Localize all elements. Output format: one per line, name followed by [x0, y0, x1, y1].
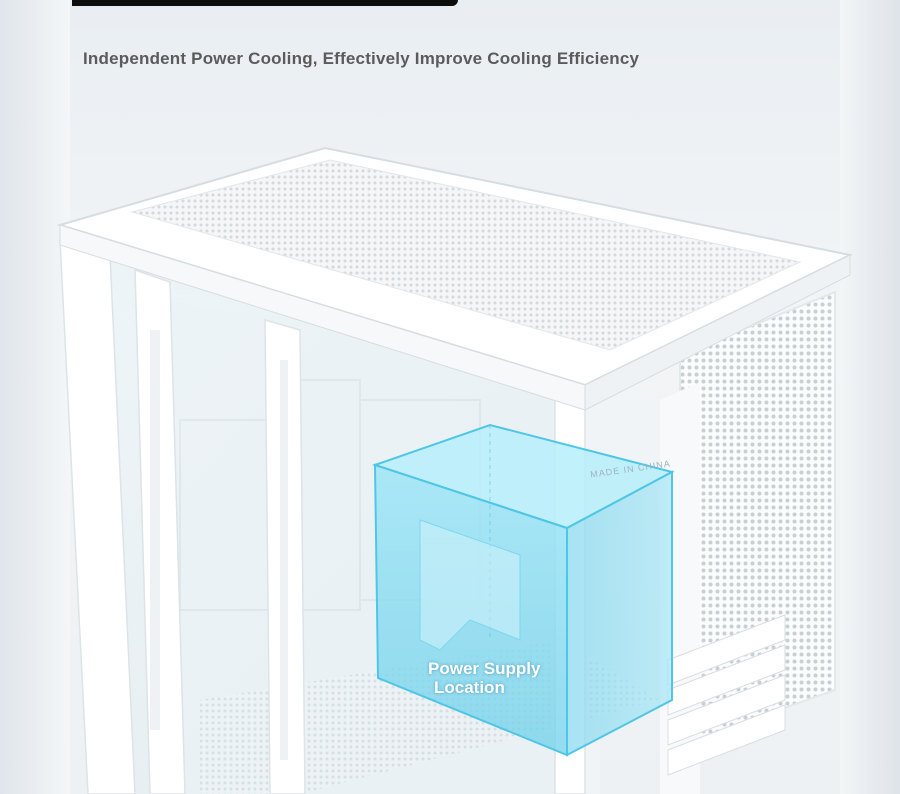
- psu-location-label: Power Supply Location: [428, 659, 588, 697]
- psu-label-line1: Power Supply: [428, 659, 541, 678]
- background-pillar: [0, 0, 70, 794]
- top-black-bar: [72, 0, 458, 6]
- psu-label-line2: Location: [434, 678, 505, 697]
- psu-highlight-box: [371, 423, 675, 757]
- expansion-slots: [667, 614, 786, 776]
- headline: Independent Power Cooling, Effectively I…: [83, 49, 640, 68]
- side-mesh-panel: [660, 290, 836, 794]
- top-panel: [56, 146, 854, 411]
- background-pillar: [840, 0, 900, 794]
